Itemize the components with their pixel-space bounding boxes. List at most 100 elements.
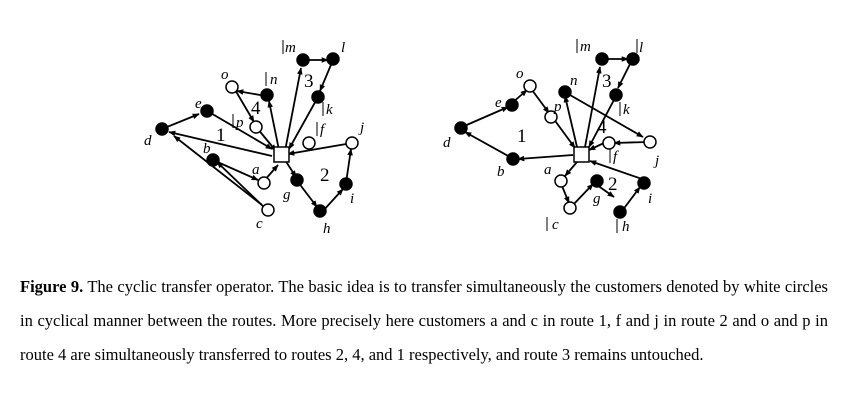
edge [588, 97, 616, 148]
node-c [563, 201, 577, 215]
node-c [261, 203, 275, 217]
left-nodes [155, 52, 359, 218]
node-label-d: d [443, 135, 451, 151]
node-l [626, 52, 640, 66]
route-label-1: 1 [216, 125, 226, 146]
node-label-l: l [639, 40, 643, 56]
node-m [296, 53, 310, 67]
node-label-c: c [256, 216, 263, 232]
node-b [206, 153, 220, 167]
node-label-p: p [235, 115, 244, 131]
node-j [345, 136, 359, 150]
node-label-f: f [613, 149, 619, 165]
node-label-c: c [552, 217, 559, 233]
node-label-p: p [553, 99, 562, 115]
edge [561, 185, 570, 204]
node-o [225, 80, 239, 94]
edge [589, 160, 646, 181]
node-label-e: e [495, 95, 502, 111]
edge [233, 87, 255, 123]
caption-text: The cyclic transfer operator. The basic … [20, 277, 828, 364]
node-label-m: m [580, 39, 591, 55]
edge [464, 131, 511, 158]
node-label-m: m [285, 40, 296, 56]
right-nodes [454, 52, 657, 219]
node-label-d: d [144, 133, 152, 149]
cyclic-transfer-figure: 1 2 3 4 a b c d e f g h i j k l m n o p [144, 39, 659, 237]
edge [571, 183, 594, 207]
depot-node [273, 146, 290, 163]
right-diagram: 1 2 3 4 a b c d e f g h i j k l m n o p [443, 39, 659, 235]
node-label-h: h [323, 221, 331, 237]
edge [208, 111, 273, 150]
edge [613, 140, 648, 146]
node-f [302, 136, 316, 150]
edge [284, 67, 303, 152]
node-e [505, 98, 519, 112]
node-label-g: g [593, 191, 601, 207]
node-o [523, 79, 537, 93]
node-label-k: k [326, 102, 333, 118]
node-n [260, 88, 274, 102]
route-label-2: 2 [320, 165, 330, 186]
node-label-f: f [320, 122, 326, 138]
node-j [643, 135, 657, 149]
left-labels: 1 2 3 4 a b c d e f g h i j k l m n o p [144, 40, 364, 237]
node-label-i: i [350, 191, 354, 207]
node-label-e: e [195, 96, 202, 112]
route-label-1: 1 [517, 126, 527, 147]
node-label-l: l [341, 40, 345, 56]
edge [173, 135, 263, 206]
right-edges [461, 56, 648, 212]
node-label-b: b [203, 141, 211, 157]
figure-caption: Figure 9. The cyclic transfer operator. … [20, 270, 828, 372]
node-g [590, 174, 604, 188]
node-h [313, 204, 327, 218]
node-k [311, 90, 325, 104]
edge [288, 96, 319, 150]
edge [287, 142, 353, 156]
node-label-o: o [516, 66, 524, 82]
node-p [249, 120, 263, 134]
edge [552, 117, 576, 149]
node-label-g: g [283, 187, 291, 203]
node-n [558, 85, 572, 99]
node-label-a: a [544, 162, 552, 178]
edge [564, 161, 578, 177]
node-a [257, 176, 271, 190]
node-i [637, 176, 651, 190]
node-e [200, 104, 214, 118]
route-label-4: 4 [597, 117, 607, 138]
node-b [506, 152, 520, 166]
node-label-o: o [221, 67, 229, 83]
node-m [595, 52, 609, 66]
node-i [339, 177, 353, 191]
node-h [613, 205, 627, 219]
edge [216, 161, 268, 211]
figure-label: Figure 9. [20, 277, 84, 296]
left-diagram: 1 2 3 4 a b c d e f g h i j k l m n o p [144, 40, 364, 237]
route-label-2: 2 [608, 174, 618, 195]
node-label-n: n [270, 72, 278, 88]
node-label-h: h [622, 219, 630, 235]
edge [517, 154, 574, 162]
route-label-3: 3 [602, 71, 612, 92]
node-g [290, 173, 304, 187]
node-l [326, 52, 340, 66]
edge [461, 106, 509, 128]
edge [297, 181, 318, 208]
edge [569, 94, 644, 138]
node-d [155, 122, 169, 136]
node-p [544, 110, 558, 124]
route-label-4: 4 [251, 98, 261, 119]
node-a [554, 174, 568, 188]
right-labels: 1 2 3 4 a b c d e f g h i j k l m n o p [443, 39, 659, 235]
node-label-k: k [623, 102, 630, 118]
node-label-b: b [497, 164, 505, 180]
edge [563, 95, 578, 148]
node-label-i: i [648, 191, 652, 207]
edge [267, 100, 280, 151]
node-label-j: j [358, 120, 364, 136]
edge [588, 142, 605, 151]
edge [531, 89, 550, 114]
